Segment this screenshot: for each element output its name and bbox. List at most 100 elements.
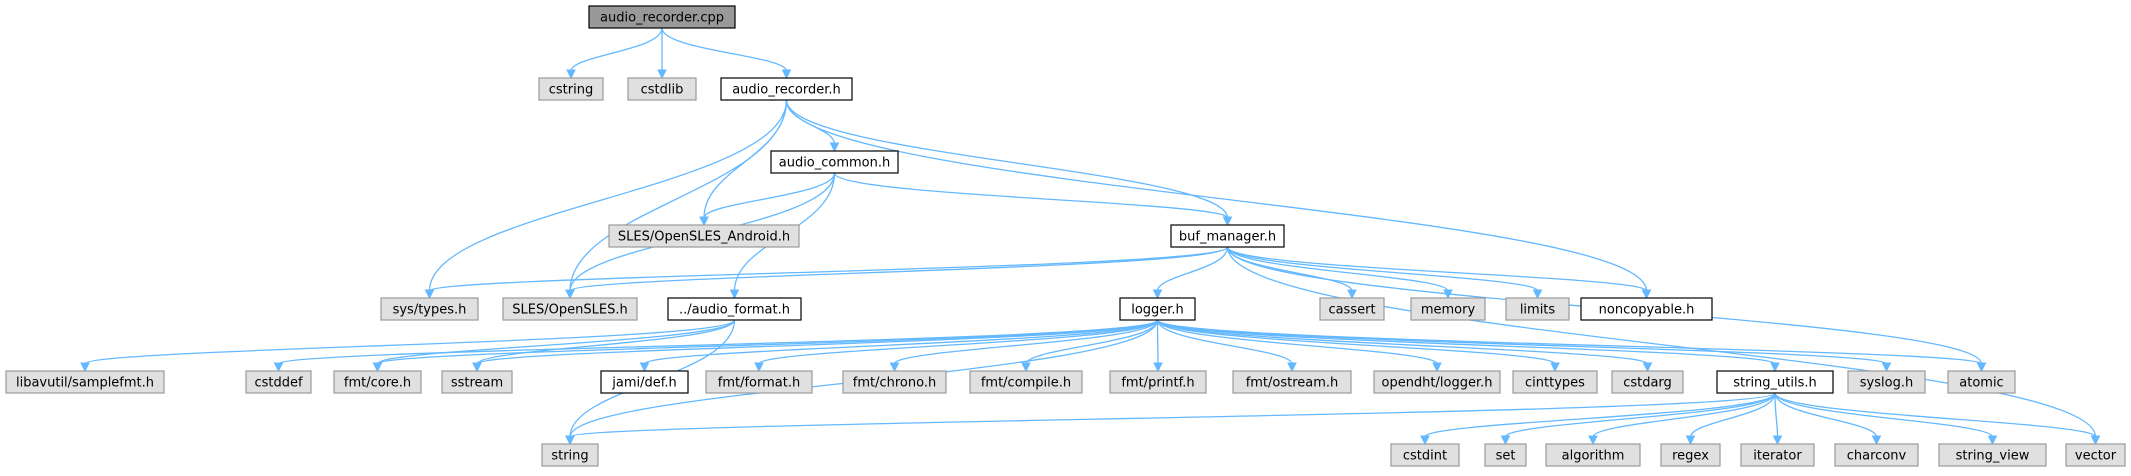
edge-line [785, 99, 1229, 219]
edge-buf_manager_h-to-logger_h [1152, 246, 1229, 300]
edge-logger_h-to-fmt_core [372, 319, 1159, 373]
node-box [1484, 443, 1527, 467]
node-audio-recorder-h[interactable]: audio_recorder.h [720, 77, 853, 101]
edge-buf_manager_h-to-sys_types [424, 246, 1229, 300]
edge-arrowhead [699, 216, 709, 227]
edge-line [570, 27, 663, 72]
edge-arrowhead [1153, 362, 1163, 373]
edge-arrowhead [781, 69, 792, 80]
edge-arrowhead [829, 142, 840, 153]
edge-arrowhead [1550, 362, 1560, 373]
edge-line [376, 319, 736, 365]
edge-arrowhead [1500, 435, 1511, 446]
edge-line [376, 319, 1159, 365]
edge-logger_h-to-fmt_format [754, 319, 1159, 373]
node-label: logger.h [1131, 303, 1184, 318]
node-label: ../audio_format.h [679, 303, 790, 318]
node-label: audio_recorder.h [732, 83, 841, 98]
edge-line [1025, 319, 1159, 365]
edge-arrowhead [754, 362, 764, 373]
edge-line [1774, 392, 2097, 438]
edge-line [893, 319, 1159, 365]
node-label: cstdlib [641, 83, 684, 98]
edge-arrowhead [566, 69, 576, 80]
edge-string_utils_h-to-algorithm [1588, 392, 1776, 446]
node-cstdlib: cstdlib [627, 77, 697, 101]
node-label: algorithm [1562, 449, 1625, 464]
edge-line [569, 99, 788, 292]
node-label: libavutil/samplefmt.h [16, 376, 154, 391]
node-atomic: atomic [1947, 370, 2016, 394]
node-charconv: charconv [1834, 443, 1919, 467]
edge-arrowhead [273, 362, 284, 373]
node-label: sys/types.h [393, 303, 467, 318]
edge-buf_manager_h-to-limits [1226, 246, 1543, 300]
node-box [1611, 370, 1684, 394]
node-label: audio_recorder.cpp [600, 11, 724, 26]
edge-logger_h-to-cinttypes [1156, 319, 1560, 373]
node-label: cstdarg [1623, 376, 1672, 391]
node-string: string [541, 443, 599, 467]
edge-logger_h-to-fmt_printf [1153, 319, 1163, 373]
edge-arrowhead [889, 362, 900, 373]
node-label: string_view [1956, 449, 2030, 464]
node-fmt-compile: fmt/compile.h [969, 370, 1083, 394]
edge-arrowhead [424, 289, 435, 300]
node-noncopyable-h[interactable]: noncopyable.h [1580, 297, 1713, 321]
node-cstring: cstring [538, 77, 604, 101]
edge-arrowhead [1641, 289, 1652, 300]
edge-line [569, 246, 1229, 292]
node-box [1505, 297, 1570, 321]
edge-arrowhead [2090, 435, 2101, 446]
edge-line [1226, 246, 1539, 292]
node-box [1545, 443, 1641, 467]
node-buf-manager-h[interactable]: buf_manager.h [1170, 224, 1285, 248]
edge-arrowhead [729, 289, 740, 300]
node-box [969, 370, 1083, 394]
node-string-utils-h[interactable]: string_utils.h [1716, 370, 1834, 394]
edge-audio_recorder_cpp-to-audio_recorder_h [661, 27, 792, 80]
edge-arrowhead [1222, 216, 1233, 227]
node-label: noncopyable.h [1599, 303, 1695, 318]
node-cstdint: cstdint [1390, 443, 1460, 467]
node-label: cinttypes [1525, 376, 1585, 391]
edge-line [476, 319, 1159, 365]
node-label: fmt/format.h [718, 376, 800, 391]
node-sles-android: SLES/OpenSLES_Android.h [608, 224, 800, 248]
edge-audio_format_h-to-samplefmt [80, 319, 736, 373]
node-label: fmt/ostream.h [1246, 376, 1339, 391]
node-audio-common-h[interactable]: audio_common.h [770, 150, 899, 174]
edge-line [1156, 319, 1776, 365]
node-opendht-logger: opendht/logger.h [1373, 370, 1501, 394]
edge-line [428, 246, 1229, 292]
node-box [588, 5, 736, 29]
edge-audio_common_h-to-sles_android [699, 172, 836, 227]
node-audio-format-h[interactable]: ../audio_format.h [667, 297, 802, 321]
node-cstddef: cstddef [245, 370, 312, 394]
edge-audio_recorder_h-to-sles [565, 99, 788, 300]
node-label: set [1496, 449, 1516, 464]
edge-line [569, 392, 1776, 438]
edge-line [1156, 319, 1293, 365]
edge-line [1689, 392, 1776, 438]
edge-logger_h-to-string_utils_h [1156, 319, 1780, 373]
edge-line [758, 319, 1159, 365]
edge-logger_h-to-fmt_chrono [889, 319, 1159, 373]
node-logger-h[interactable]: logger.h [1119, 297, 1196, 321]
node-jami-def[interactable]: jami/def.h [600, 370, 689, 394]
edge-arrowhead [1871, 435, 1882, 446]
node-regex: regex [1660, 443, 1721, 467]
edge-arrowhead [1642, 362, 1653, 373]
edge-arrowhead [472, 362, 482, 373]
node-box [380, 297, 479, 321]
edge-string_utils_h-to-cstdint [1420, 392, 1776, 446]
node-samplefmt: libavutil/samplefmt.h [5, 370, 165, 394]
node-fmt-chrono: fmt/chrono.h [842, 370, 947, 394]
edge-arrowhead [1287, 362, 1297, 373]
edge-line [1156, 319, 1438, 365]
edge-arrowhead [1987, 435, 1998, 446]
node-label: fmt/chrono.h [853, 376, 936, 391]
node-label: string_utils.h [1733, 376, 1817, 391]
node-audio-recorder-cpp[interactable]: audio_recorder.cpp [588, 5, 736, 29]
